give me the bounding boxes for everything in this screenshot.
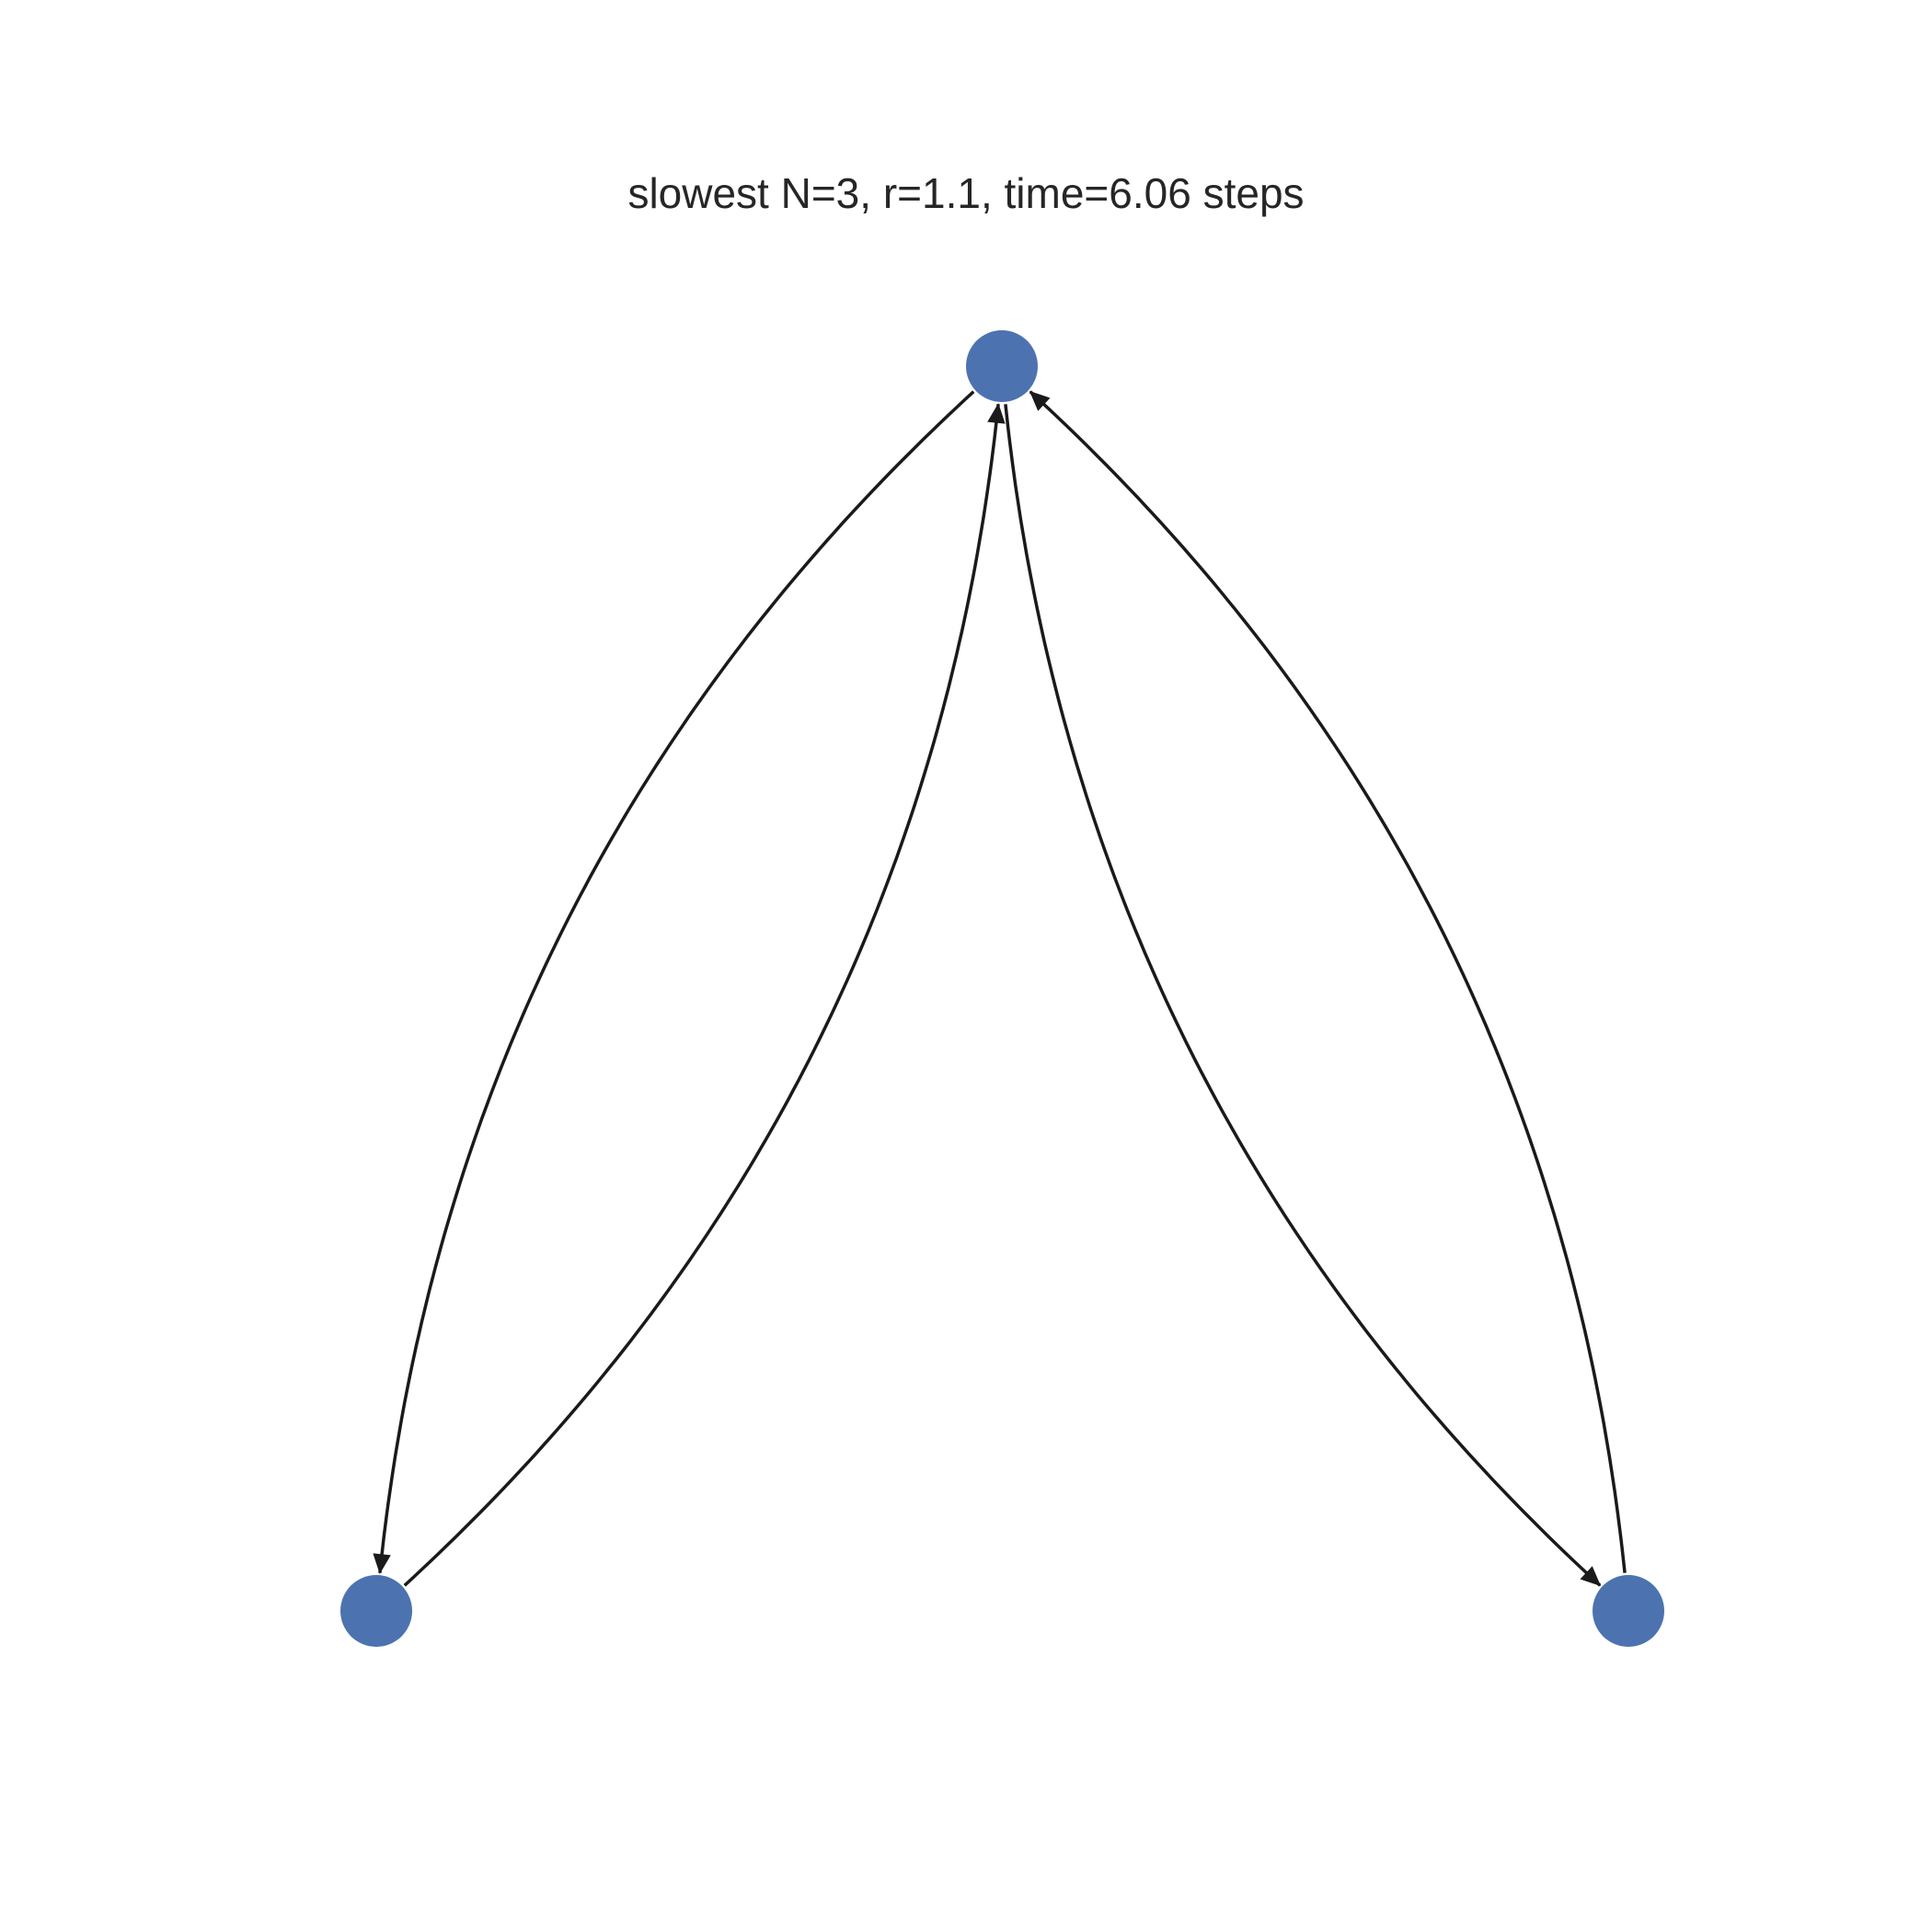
nodes-layer <box>340 330 1664 1647</box>
edge-bottom-right-to-top <box>1029 390 1627 1573</box>
arrowhead-bottom-right-to-top <box>1029 390 1051 411</box>
edge-top-to-bottom-right <box>1004 404 1602 1587</box>
node-bottom-left <box>340 1575 412 1647</box>
edge-top-to-bottom-left <box>378 390 975 1573</box>
arrowheads-layer <box>373 390 1602 1587</box>
arrowhead-top-to-bottom-right <box>1580 1566 1602 1587</box>
figure-title: slowest N=3, r=1.1, time=6.06 steps <box>627 169 1305 217</box>
edge-bottom-left-to-top <box>403 404 1000 1587</box>
node-top <box>966 330 1038 402</box>
arrowhead-top-to-bottom-left <box>373 1553 391 1574</box>
arrowhead-bottom-left-to-top <box>987 403 1006 424</box>
edges-layer <box>378 390 1627 1587</box>
node-bottom-right <box>1593 1575 1664 1647</box>
